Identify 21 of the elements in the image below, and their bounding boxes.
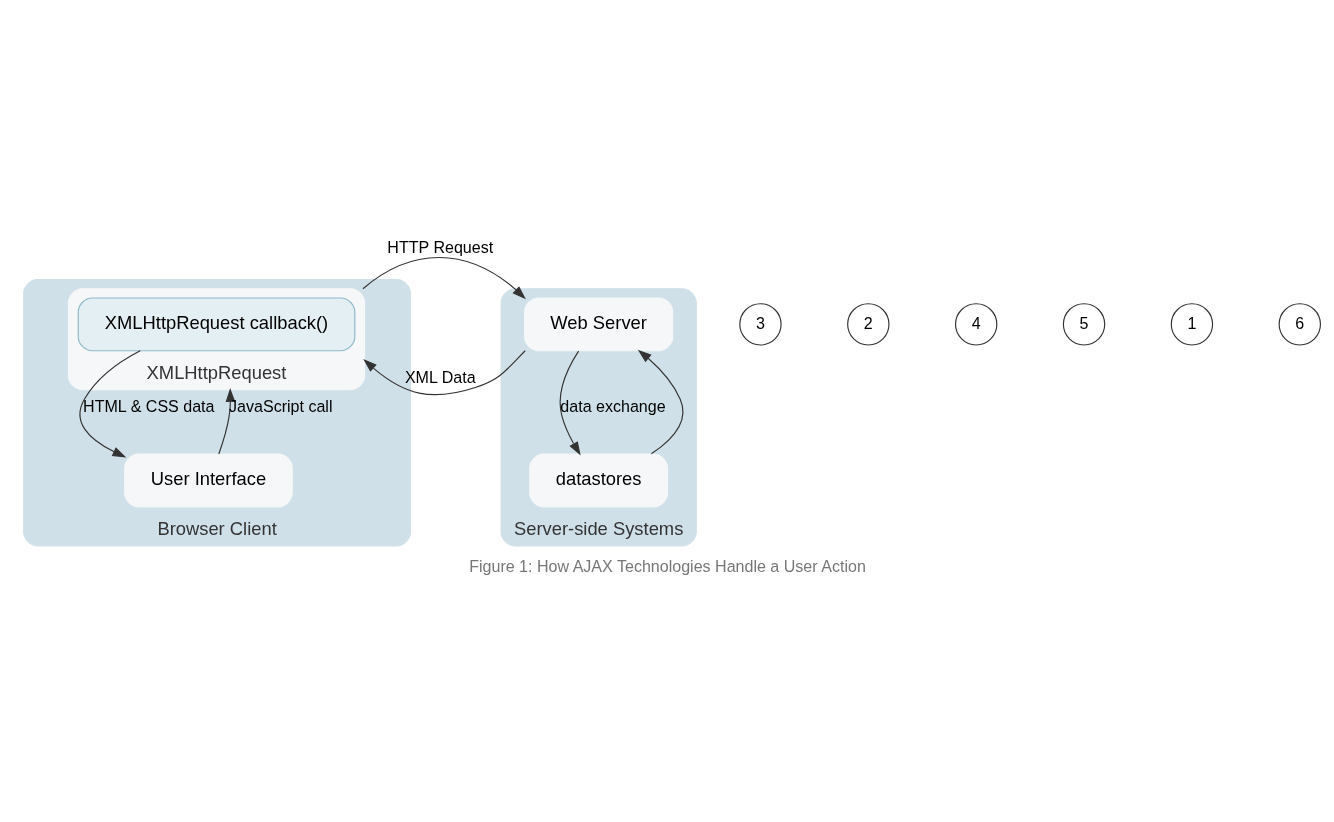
edge-label: HTML & CSS data	[82, 396, 215, 415]
label: 2	[863, 313, 873, 332]
node-box: Web Server	[523, 297, 673, 352]
label: 3	[755, 313, 765, 332]
label: 5	[1079, 313, 1089, 332]
edge-label: HTTP Request	[386, 238, 493, 257]
arrow	[217, 388, 235, 455]
label: 4	[971, 313, 981, 332]
edge-label: JavaScript call	[228, 396, 333, 415]
arrow	[362, 350, 526, 396]
arrow	[361, 256, 526, 300]
node-box: XMLHttpRequest callback()	[77, 297, 355, 352]
label: 6	[1294, 313, 1304, 332]
caption: Figure 1: How AJAX Technologies Handle a User Action	[468, 557, 866, 576]
node-box: User Interface	[123, 453, 293, 508]
arrow	[559, 350, 581, 456]
node-box: datastores	[528, 453, 668, 508]
arrow	[637, 349, 683, 455]
edge-label: data exchange	[559, 396, 666, 415]
arrow	[78, 350, 141, 458]
label: 1	[1186, 313, 1196, 332]
